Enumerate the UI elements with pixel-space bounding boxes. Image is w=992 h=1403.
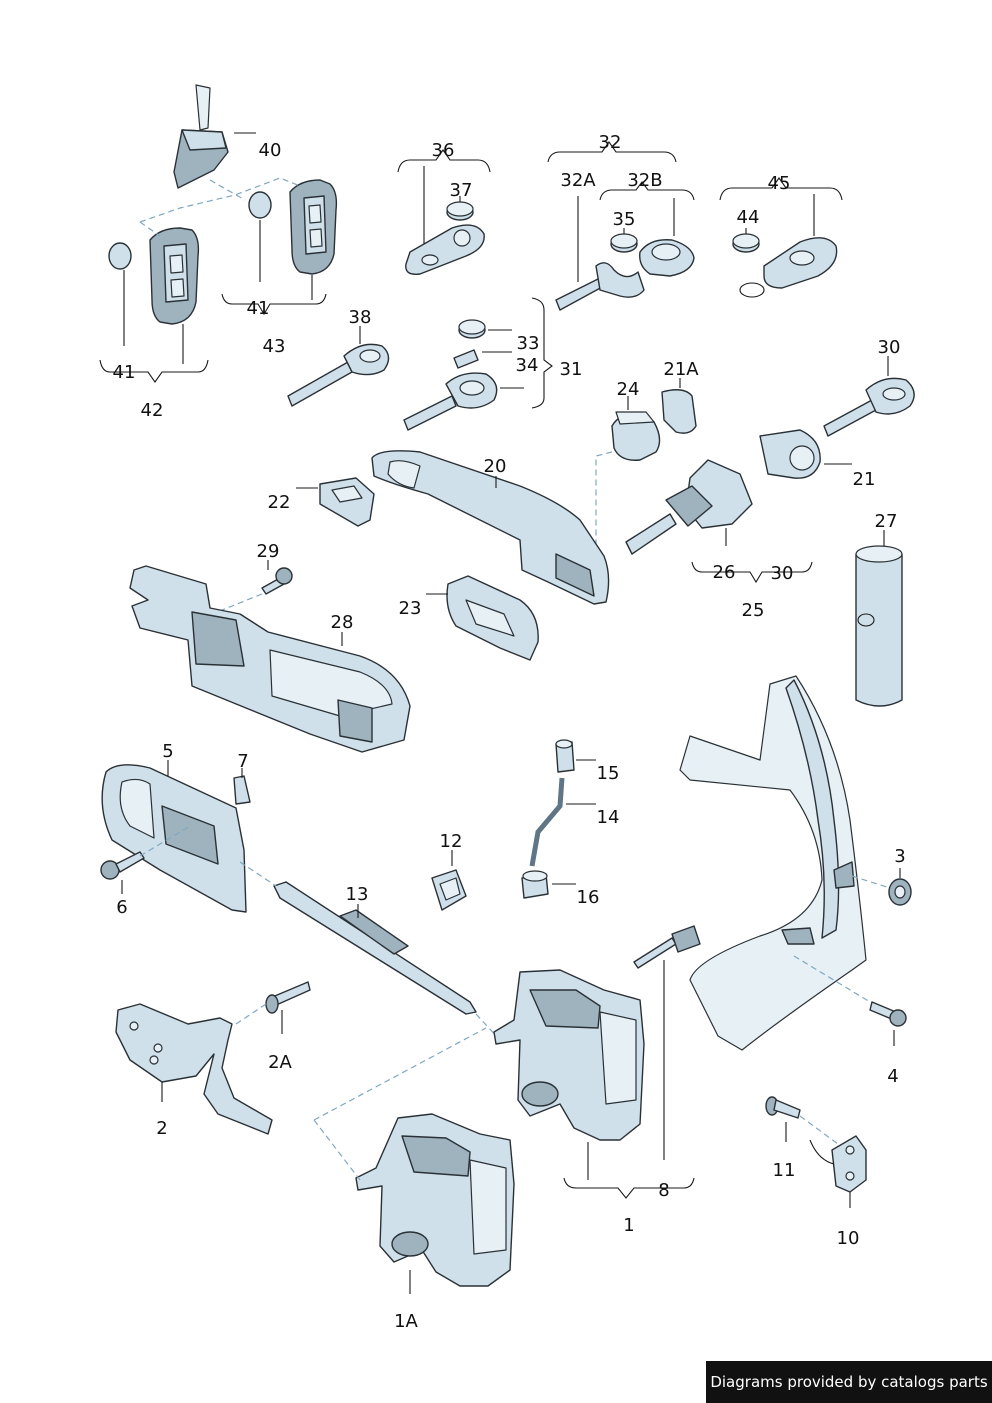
key-part-38[interactable]	[287, 343, 390, 407]
callout-36: 36	[432, 140, 455, 161]
callout-1a: 1A	[394, 1311, 418, 1332]
callout-25: 25	[742, 600, 765, 621]
callout-21: 21	[853, 469, 876, 490]
callout-45: 45	[768, 173, 791, 194]
inner-handle-part-5[interactable]	[101, 764, 247, 913]
remote-housing-part-43[interactable]	[289, 179, 338, 275]
clip-part-7[interactable]	[233, 775, 251, 805]
callout-35: 35	[613, 209, 636, 230]
callout-20: 20	[484, 456, 507, 477]
screw-part-4[interactable]	[869, 1001, 907, 1027]
battery-part-41-right[interactable]	[248, 191, 272, 219]
clip-part-12[interactable]	[431, 869, 467, 911]
callout-29: 29	[257, 541, 280, 562]
door-panel	[679, 675, 867, 1051]
remote-key-part-45[interactable]	[739, 237, 838, 298]
key-part-30[interactable]	[823, 377, 915, 437]
callout-11: 11	[773, 1160, 796, 1181]
handle-carrier-part-28[interactable]	[129, 565, 411, 753]
callout-32: 32	[599, 132, 622, 153]
callout-2a: 2A	[268, 1052, 292, 1073]
cable-part-8[interactable]	[633, 925, 701, 969]
battery-part-33[interactable]	[458, 319, 486, 339]
bolt-part-2a[interactable]	[265, 981, 311, 1014]
callout-41: 41	[113, 362, 136, 383]
callout-10: 10	[837, 1228, 860, 1249]
callout-30: 30	[771, 563, 794, 584]
lock-ring-part-21[interactable]	[759, 429, 821, 479]
callout-3: 3	[894, 846, 905, 867]
lock-rod-part-14[interactable]	[529, 777, 565, 867]
callout-15: 15	[597, 763, 620, 784]
grease-can-part-27[interactable]	[855, 545, 903, 707]
callout-7: 7	[237, 751, 248, 772]
remote-housing-part-42[interactable]	[149, 227, 200, 325]
gasket-part-23[interactable]	[446, 575, 539, 661]
callout-34: 34	[516, 355, 539, 376]
callout-30: 30	[878, 337, 901, 358]
striker-plate-part-10[interactable]	[809, 1135, 867, 1193]
callout-41: 41	[247, 298, 270, 319]
callout-4: 4	[887, 1066, 898, 1087]
lock-cylinder-part-26[interactable]	[625, 459, 753, 555]
callout-33: 33	[517, 333, 540, 354]
cap-part-21a[interactable]	[661, 389, 697, 434]
callout-6: 6	[116, 897, 127, 918]
callout-27: 27	[875, 511, 898, 532]
lock-knob-part-15[interactable]	[555, 739, 575, 773]
door-lock-part-1a[interactable]	[355, 1113, 515, 1287]
callout-28: 28	[331, 612, 354, 633]
callout-23: 23	[399, 598, 422, 619]
key-blade-part-32a[interactable]	[555, 262, 645, 311]
door-handle-part-20[interactable]	[371, 450, 610, 605]
callout-42: 42	[141, 400, 164, 421]
screw-part-6[interactable]	[100, 851, 145, 880]
battery-part-35[interactable]	[610, 233, 638, 253]
gasket-part-22[interactable]	[319, 477, 375, 527]
cap-part-24[interactable]	[611, 411, 661, 461]
door-lock-part-1[interactable]	[493, 969, 645, 1141]
callout-44: 44	[737, 207, 760, 228]
callout-37: 37	[450, 180, 473, 201]
callout-26: 26	[713, 562, 736, 583]
callout-21a: 21A	[663, 359, 699, 380]
footer-credit[interactable]: Diagrams provided by catalogs parts	[706, 1361, 992, 1403]
pin-part-34[interactable]	[453, 349, 479, 369]
callout-1: 1	[623, 1215, 634, 1236]
callout-43: 43	[263, 336, 286, 357]
callout-22: 22	[268, 492, 291, 513]
screw-part-29[interactable]	[261, 567, 293, 595]
remote-key-part-36[interactable]	[405, 224, 485, 275]
callout-32b: 32B	[627, 170, 662, 191]
callout-5: 5	[162, 741, 173, 762]
callout-16: 16	[577, 887, 600, 908]
callout-38: 38	[349, 307, 372, 328]
callout-8: 8	[658, 1180, 669, 1201]
callout-13: 13	[346, 884, 369, 905]
grommet-part-16[interactable]	[521, 870, 549, 899]
callout-32a: 32A	[560, 170, 596, 191]
battery-part-44[interactable]	[732, 233, 760, 253]
key-head-part-32b[interactable]	[639, 239, 695, 277]
key-blade-part-40[interactable]	[173, 84, 229, 189]
callout-2: 2	[156, 1118, 167, 1139]
callout-14: 14	[597, 807, 620, 828]
screw-part-11[interactable]	[765, 1096, 801, 1119]
callout-40: 40	[259, 140, 282, 161]
key-part-31[interactable]	[403, 372, 498, 431]
callout-12: 12	[440, 831, 463, 852]
callout-24: 24	[617, 379, 640, 400]
battery-part-41-left[interactable]	[108, 242, 132, 270]
cable-part-13[interactable]	[273, 881, 477, 1015]
nut-part-3[interactable]	[888, 878, 912, 906]
battery-part-37[interactable]	[446, 201, 474, 221]
bracket-part-2[interactable]	[115, 1003, 273, 1135]
callout-31: 31	[560, 359, 583, 380]
